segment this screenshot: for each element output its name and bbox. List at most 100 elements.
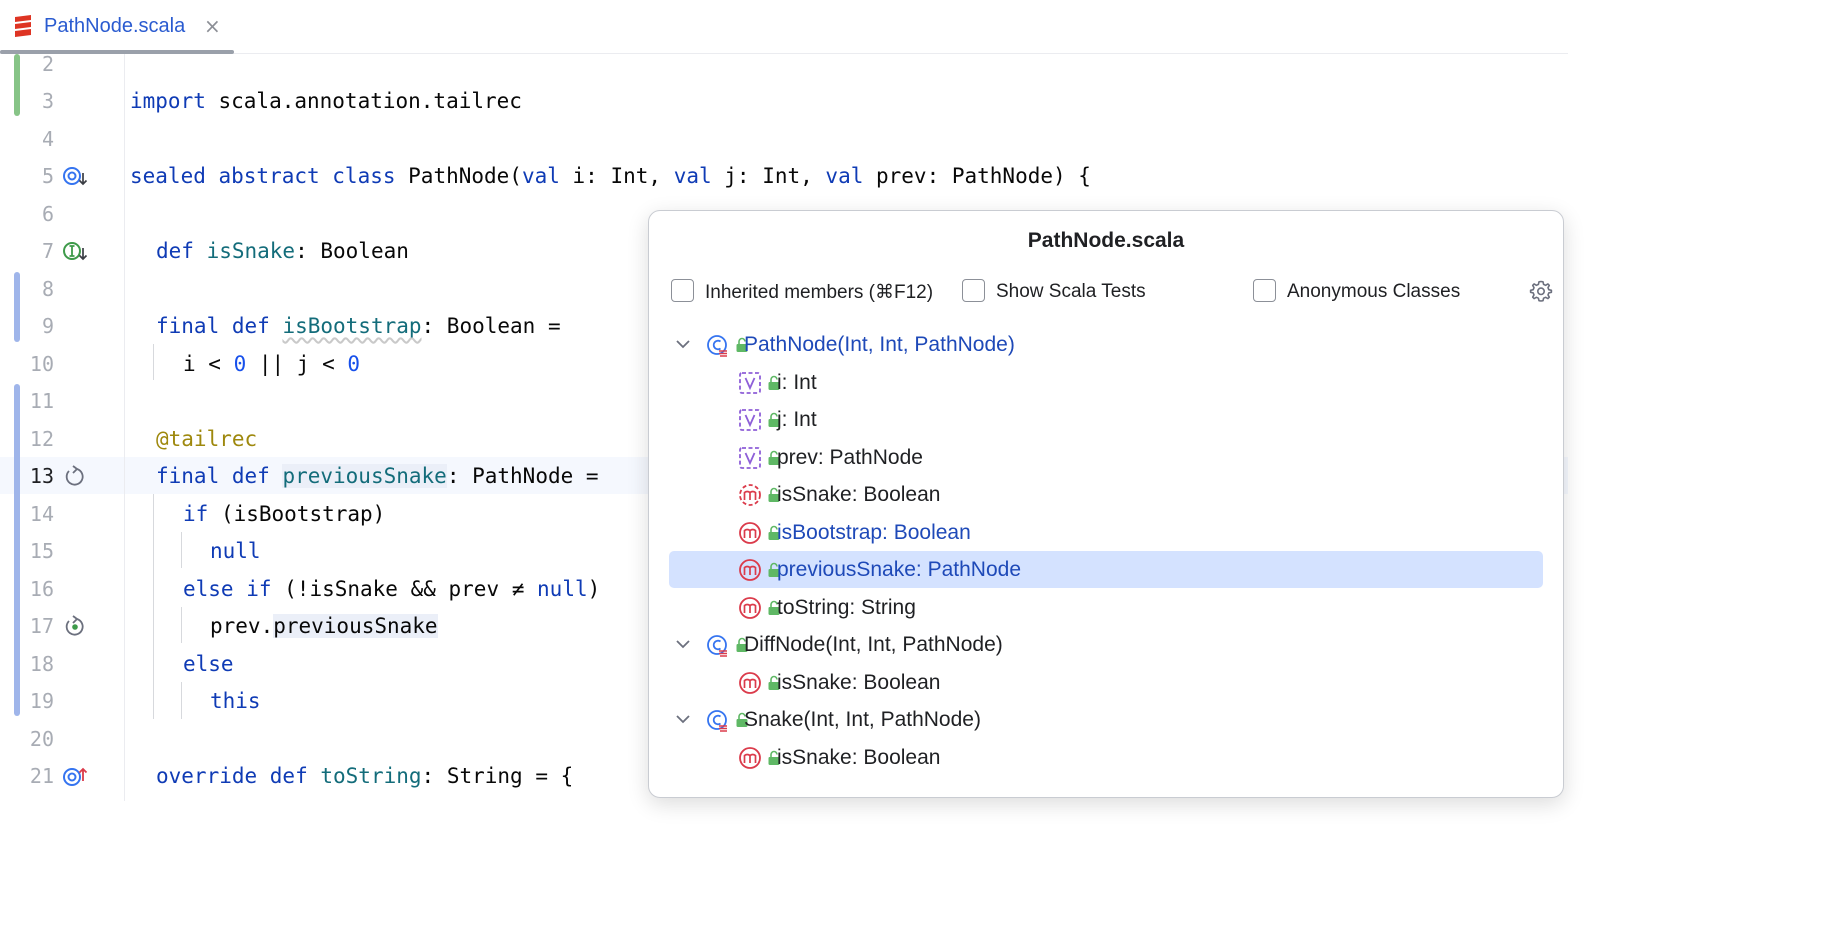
indent-guide	[181, 682, 182, 719]
code-text: def isSnake: Boolean	[156, 239, 409, 263]
chevron-down-icon[interactable]	[675, 336, 691, 352]
vcs-added-marker[interactable]	[14, 54, 20, 116]
active-tab-indicator	[0, 50, 234, 54]
vcs-modified-marker[interactable]	[14, 384, 20, 716]
code-line: 19 this	[0, 683, 1568, 720]
scala-file-icon	[15, 15, 31, 37]
public-lock-icon	[768, 562, 780, 577]
code-line: 13 final def previousSnake: PathNode =	[0, 458, 1568, 495]
code-line: 17 prev.previousSnake	[0, 608, 1568, 645]
line-number: 17	[29, 614, 54, 638]
implemented-by-icon[interactable]	[62, 165, 90, 189]
code-text: final def isBootstrap: Boolean =	[156, 314, 561, 338]
code-text: if (isBootstrap)	[183, 502, 386, 526]
public-lock-icon	[736, 637, 748, 652]
line-number: 10	[29, 352, 54, 376]
value-icon	[739, 409, 761, 431]
code-line: 5 sealed abstract class PathNode(val i: …	[0, 158, 1568, 195]
code-text: else if (!isSnake && prev ≠ null)	[183, 577, 601, 601]
code-line: 2	[0, 46, 1568, 83]
annotation-text: @tailrec	[156, 427, 258, 451]
tree-node[interactable]: isSnake: Boolean	[669, 476, 1543, 513]
tree-node[interactable]: i: Int	[669, 364, 1543, 401]
abstract-method-icon	[739, 484, 761, 506]
public-lock-icon	[768, 525, 780, 540]
code-text: this	[210, 689, 261, 713]
file-structure-popup[interactable]: PathNode.scala Inherited members (⌘F12) …	[648, 210, 1564, 798]
method-icon	[739, 521, 761, 544]
chevron-down-icon[interactable]	[675, 636, 691, 652]
code-text: final def previousSnake: PathNode =	[156, 464, 599, 488]
tree-node[interactable]: j: Int	[669, 401, 1543, 438]
tree-node[interactable]: prev: PathNode	[669, 439, 1543, 476]
tree-node[interactable]: PathNode(Int, Int, PathNode)	[669, 326, 1543, 363]
code-text: override def toString: String = {	[156, 764, 574, 788]
line-number: 21	[29, 764, 54, 788]
code-line: 20	[0, 721, 1568, 758]
chevron-down-icon[interactable]	[675, 711, 691, 727]
tree-node[interactable]: isSnake: Boolean	[669, 739, 1543, 776]
checkbox-box[interactable]	[962, 279, 985, 302]
public-lock-icon	[768, 487, 780, 502]
value-icon	[739, 371, 761, 394]
checkbox-box[interactable]	[1253, 279, 1276, 302]
vcs-modified-marker[interactable]	[14, 272, 20, 342]
tree-node-label: Snake(Int, Int, PathNode)	[744, 708, 981, 731]
value-icon	[739, 446, 761, 469]
public-lock-icon	[768, 600, 780, 615]
code-text: else	[183, 652, 234, 676]
tree-node[interactable]: isSnake: Boolean	[669, 664, 1543, 701]
class-icon	[707, 710, 727, 732]
tree-node-label: i: Int	[777, 370, 817, 394]
close-icon[interactable]: ×	[204, 14, 221, 38]
public-lock-icon	[768, 375, 780, 390]
code-line: 6	[0, 196, 1568, 233]
tree-node[interactable]: previousSnake: PathNode	[669, 551, 1543, 588]
tab-pathnode-scala[interactable]: PathNode.scala ×	[0, 0, 234, 54]
line-number: 11	[29, 389, 54, 413]
code-line: 3 import scala.annotation.tailrec	[0, 83, 1568, 120]
gear-icon[interactable]	[1529, 279, 1553, 303]
code-line: 12 @tailrec	[0, 421, 1568, 458]
recursion-icon[interactable]	[62, 615, 90, 639]
indent-guide	[153, 344, 154, 380]
tree-node[interactable]: isBootstrap: Boolean	[669, 514, 1543, 551]
tree-node-label: PathNode(Int, Int, PathNode)	[744, 333, 1015, 356]
tree-node-label: isBootstrap: Boolean	[777, 520, 971, 544]
method-icon	[739, 746, 761, 769]
code-text: import scala.annotation.tailrec	[130, 89, 522, 113]
indent-guide	[181, 607, 182, 643]
tree-node[interactable]: Snake(Int, Int, PathNode)	[669, 701, 1543, 738]
line-number: 5	[41, 164, 54, 188]
overrides-icon[interactable]	[62, 765, 90, 789]
tree-node-label: previousSnake: PathNode	[777, 558, 1021, 581]
code-text: i < 0 || j < 0	[183, 352, 361, 376]
line-number: 8	[41, 277, 54, 301]
line-number: 18	[29, 652, 54, 676]
line-number: 2	[41, 52, 54, 76]
tree-node[interactable]: toString: String	[669, 589, 1543, 626]
code-text: sealed abstract class PathNode(val i: In…	[130, 164, 1091, 188]
code-line: 21 override def toString: String = {	[0, 758, 1568, 795]
line-number: 4	[41, 127, 54, 151]
line-number: 15	[29, 539, 54, 563]
code-line: 10 i < 0 || j < 0	[0, 346, 1568, 383]
line-number: 3	[41, 89, 54, 113]
line-number: 14	[29, 502, 54, 526]
class-icon	[707, 335, 727, 357]
tree-node-label: isSnake: Boolean	[777, 670, 941, 694]
recursive-call-icon[interactable]	[62, 465, 90, 489]
implemented-method-icon[interactable]	[62, 240, 90, 264]
tree-node-label: isSnake: Boolean	[777, 483, 941, 506]
public-lock-icon	[736, 337, 748, 352]
tree-node-label: j: Int	[777, 408, 817, 431]
tree-node-label: toString: String	[777, 595, 916, 619]
tree-node[interactable]: DiffNode(Int, Int, PathNode)	[669, 626, 1543, 663]
indent-guide	[181, 532, 182, 568]
indent-guide	[153, 494, 154, 719]
code-text: null	[210, 539, 261, 563]
code-line: 14 if (isBootstrap)	[0, 496, 1568, 533]
checkbox-box[interactable]	[671, 279, 694, 302]
code-line: 7 def isSnake: Boolean	[0, 233, 1568, 270]
tree-node-label: isSnake: Boolean	[777, 745, 941, 769]
